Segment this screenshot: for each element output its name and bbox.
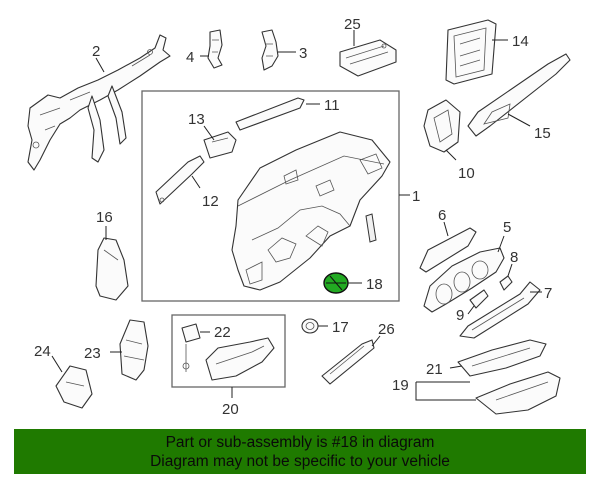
part-17-grommet[interactable] (301, 318, 328, 334)
part-10-vent[interactable] (423, 99, 461, 161)
instrument-panel[interactable] (231, 131, 410, 291)
callout-21: 21 (426, 361, 443, 378)
callout-12: 12 (202, 193, 219, 210)
banner-line-1: Part or sub-assembly is #18 in diagram (165, 434, 435, 451)
callout-23: 23 (84, 345, 101, 362)
callout-7: 7 (544, 285, 552, 302)
part-20-bracket[interactable] (182, 337, 275, 398)
callout-19-bracket (415, 381, 476, 401)
callout-18: 18 (366, 276, 383, 293)
callout-6: 6 (438, 207, 446, 224)
part-9-bracket[interactable] (467, 289, 489, 315)
callout-5: 5 (503, 219, 511, 236)
part-14-bezel[interactable] (445, 19, 508, 85)
part-23-duct[interactable] (110, 319, 149, 381)
callout-8: 8 (510, 249, 518, 266)
part-18-highlighted[interactable] (323, 272, 362, 294)
callout-9: 9 (456, 307, 464, 324)
part-26-rail[interactable] (321, 335, 381, 385)
callout-2: 2 (92, 43, 100, 60)
part-21-lower-trim-lower[interactable] (475, 371, 561, 415)
callout-24: 24 (34, 343, 51, 360)
callout-14: 14 (512, 33, 529, 50)
part-15-trim-strip[interactable] (467, 53, 571, 137)
callout-19: 19 (392, 377, 409, 394)
callout-22: 22 (214, 324, 231, 341)
callout-13: 13 (188, 111, 205, 128)
part-11-upper-trim[interactable] (235, 97, 320, 131)
part-4-bracket[interactable] (200, 29, 223, 69)
parts-diagram: 2 4 3 25 14 15 10 11 13 12 1 18 16 6 5 8… (27, 16, 571, 418)
part-12-side-trim[interactable] (155, 155, 205, 205)
part-13-clip[interactable] (203, 125, 237, 159)
callout-26: 26 (378, 321, 395, 338)
part-5-cluster-bezel[interactable] (423, 235, 505, 313)
callout-20: 20 (222, 401, 239, 418)
callout-17: 17 (332, 319, 349, 336)
part-7-long-trim[interactable] (459, 281, 542, 339)
callout-25: 25 (344, 16, 361, 33)
part-21-lower-trim-upper[interactable] (457, 339, 547, 377)
banner-line-2: Diagram may not be specific to your vehi… (150, 453, 450, 470)
info-banner: Part or sub-assembly is #18 in diagram D… (14, 429, 586, 474)
part-8-clip[interactable] (499, 263, 513, 291)
callout-4: 4 (186, 49, 194, 66)
sub-assembly-20-frame (171, 314, 286, 388)
part-3-bracket[interactable] (261, 29, 296, 71)
callout-1: 1 (412, 188, 420, 205)
part-6-trim[interactable] (419, 221, 477, 273)
part-16-side-panel[interactable] (95, 226, 129, 301)
callout-21-leader (449, 365, 463, 369)
callout-10: 10 (458, 165, 475, 182)
callout-3: 3 (299, 45, 307, 62)
part-24-bracket[interactable] (51, 355, 93, 409)
part-22-connector[interactable] (181, 323, 210, 343)
callout-15: 15 (534, 125, 551, 142)
dashboard-assembly-frame (141, 90, 400, 302)
callout-11: 11 (324, 97, 340, 114)
callout-16: 16 (96, 209, 113, 226)
part-25-module[interactable] (339, 30, 397, 77)
part-2-cross-car-beam[interactable] (27, 34, 171, 171)
